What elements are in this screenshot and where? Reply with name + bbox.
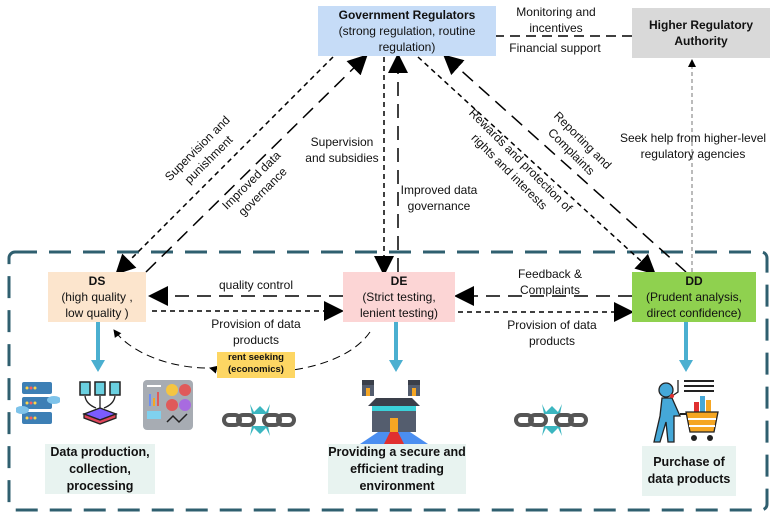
label-rent-seeking: rent seeking (economics)	[217, 352, 295, 378]
caption-dd: Purchase of data products	[642, 446, 736, 496]
node-dd[interactable]: DD (Prudent analysis, direct confidence)	[632, 272, 756, 322]
marketplace-icon	[360, 380, 428, 444]
node-government[interactable]: Government Regulators (strong regulation…	[318, 6, 496, 56]
edge-dd-to-gov	[443, 54, 687, 273]
node-higher-title: Higher Regulatory Authority	[648, 18, 753, 48]
label-quality-control: quality control	[218, 278, 294, 292]
label-provision-ds-de: Provision of data products	[211, 317, 301, 347]
shopper-cart-icon	[653, 380, 719, 443]
node-dd-title: DD	[685, 274, 703, 288]
node-government-title: Government Regulators	[338, 8, 476, 22]
node-ds-title: DS	[88, 274, 106, 288]
node-ds-subtitle: (high quality , low quality )	[61, 290, 133, 320]
dashboard-icon	[143, 380, 193, 430]
down-arrow-dd-head	[679, 360, 693, 372]
edge-gov-to-dd	[417, 56, 656, 275]
caption-ds: Data production, collection, processing	[45, 444, 155, 494]
server-cloud-icon	[16, 382, 60, 424]
market-frame	[7, 250, 769, 512]
data-collection-icon	[79, 381, 121, 425]
label-improved-gov-de: Improved data governance	[400, 183, 478, 213]
edge-gov-to-ds	[115, 56, 334, 275]
node-government-subtitle: (strong regulation, routine regulation)	[338, 24, 476, 54]
edge-ds-to-gov	[145, 54, 368, 273]
label-monitoring: Monitoring and incentives	[516, 5, 596, 35]
edge-rent-seeking-ds	[113, 329, 219, 369]
node-de-subtitle: (Strict testing, lenient testing)	[359, 290, 439, 320]
node-ds[interactable]: DS (high quality , low quality )	[48, 272, 146, 322]
node-higher-authority[interactable]: Higher Regulatory Authority	[632, 8, 770, 58]
label-supervision-subsidies: Supervision and subsidies	[305, 135, 379, 165]
label-financial: Financial support	[509, 41, 601, 55]
chain-link-icon	[514, 404, 588, 436]
node-de-title: DE	[390, 274, 408, 288]
label-seek-help: Seek help from higher-level regulatory a…	[619, 131, 767, 161]
label-feedback: Feedback & Complaints	[517, 267, 583, 297]
edge-rent-seeking	[209, 331, 371, 374]
down-arrow-de-head	[389, 360, 403, 372]
chain-link-icon	[222, 404, 296, 436]
down-arrow-ds-head	[91, 360, 105, 372]
caption-de: Providing a secure and efficient trading…	[328, 444, 466, 494]
node-dd-subtitle: (Prudent analysis, direct confidence)	[645, 290, 743, 320]
node-de[interactable]: DE (Strict testing, lenient testing)	[343, 272, 455, 322]
label-provision-de-dd: Provision of data products	[507, 318, 597, 348]
